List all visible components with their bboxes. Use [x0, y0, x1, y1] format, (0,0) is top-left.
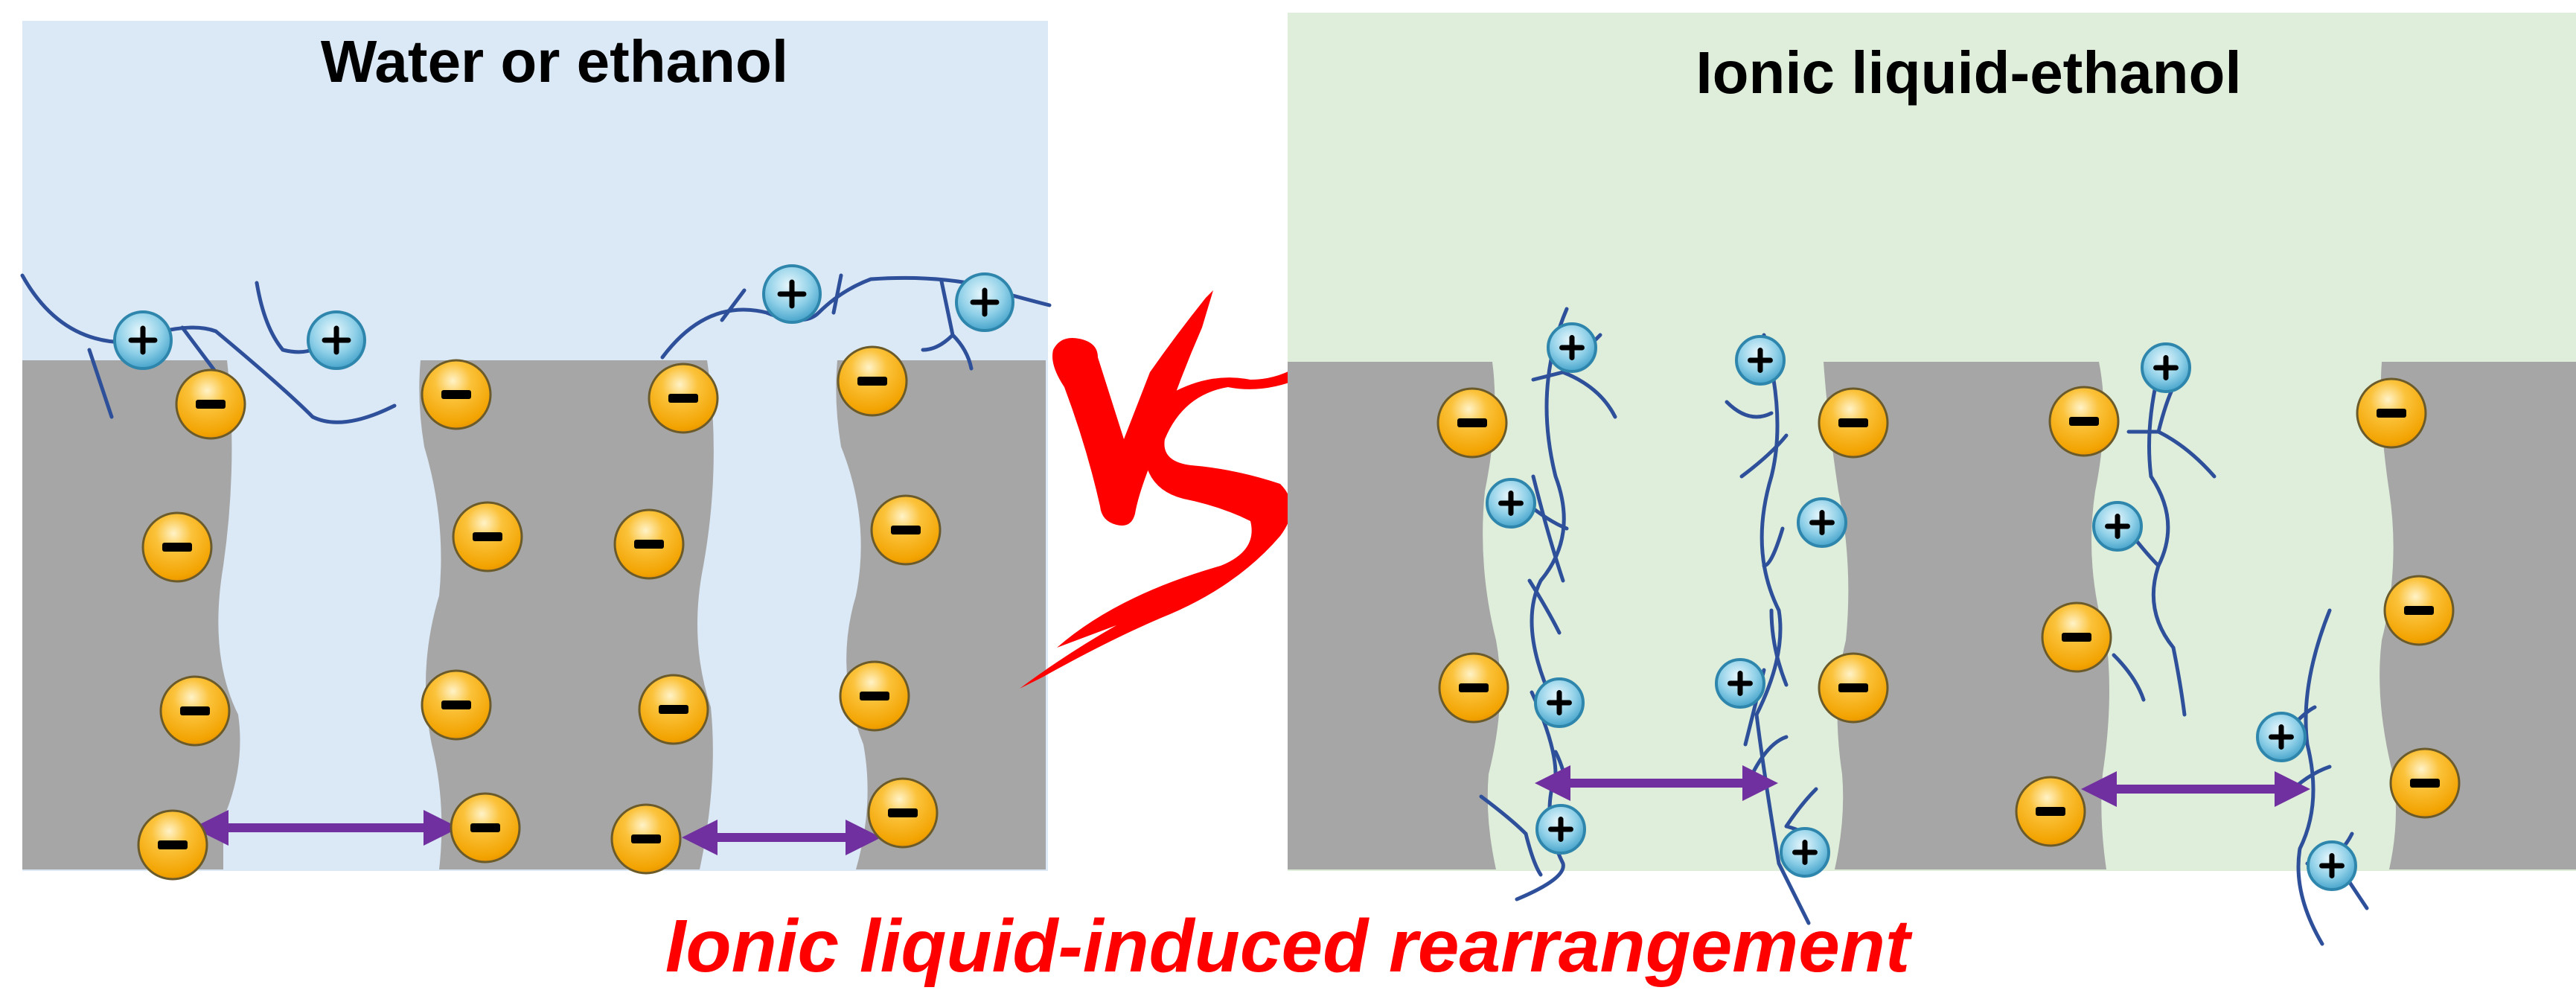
cation-icon: [1735, 335, 1786, 386]
right-panel-title: Ionic liquid-ethanol: [1696, 39, 2241, 106]
anion-icon: [159, 675, 231, 747]
right-layer-2: [1824, 362, 2109, 869]
anion-icon: [2389, 747, 2461, 819]
anion-icon: [648, 363, 719, 434]
anion-icon: [1818, 387, 1889, 459]
anion-icon: [1818, 652, 1889, 724]
cation-icon: [2307, 840, 2357, 891]
anion-icon: [2041, 601, 2112, 673]
right-layer-3: [2380, 362, 2576, 869]
anion-icon: [2015, 776, 2086, 847]
caption: Ionic liquid-induced rearrangement: [665, 904, 1913, 988]
cation-icon: [1535, 804, 1586, 855]
anion-icon: [867, 777, 939, 849]
right-layer-1: [1288, 362, 1500, 869]
anion-icon: [839, 660, 910, 732]
cation-icon: [1780, 827, 1830, 878]
anion-icon: [137, 809, 208, 881]
cation-icon: [762, 264, 822, 324]
cation-icon: [1486, 478, 1536, 529]
anion-icon: [870, 494, 942, 566]
cation-icon: [2141, 342, 2191, 393]
cation-icon: [1547, 322, 1597, 373]
anion-icon: [450, 792, 521, 864]
anion-icon: [2383, 575, 2455, 646]
anion-icon: [638, 674, 709, 745]
anion-icon: [610, 803, 682, 875]
left-layer-2: [419, 360, 714, 869]
anion-icon: [613, 508, 685, 580]
right-panel: Ionic liquid-ethanol: [1288, 13, 2576, 946]
anion-icon: [452, 501, 523, 572]
vs-letter-s: [1020, 361, 1306, 689]
versus-mark: [1020, 290, 1306, 689]
anion-icon: [837, 345, 908, 417]
anion-icon: [141, 511, 213, 583]
cation-icon: [2092, 501, 2143, 552]
cation-icon: [113, 310, 173, 370]
anion-icon: [2048, 386, 2120, 457]
anion-icon: [2356, 377, 2427, 449]
cation-icon: [1715, 658, 1765, 709]
left-panel-title: Water or ethanol: [321, 28, 788, 95]
left-panel: Water or ethanol: [20, 21, 1052, 881]
vs-letter-v: [1052, 290, 1213, 526]
anion-icon: [421, 359, 492, 430]
cation-icon: [1534, 677, 1585, 728]
cation-icon: [955, 272, 1014, 332]
cation-icon: [307, 310, 366, 370]
anion-icon: [421, 669, 492, 741]
anion-icon: [1436, 387, 1508, 459]
left-layer-3: [836, 360, 1046, 869]
cation-icon: [1797, 497, 1847, 548]
cation-icon: [2256, 712, 2307, 762]
anion-icon: [1438, 652, 1509, 724]
anion-icon: [175, 368, 246, 440]
